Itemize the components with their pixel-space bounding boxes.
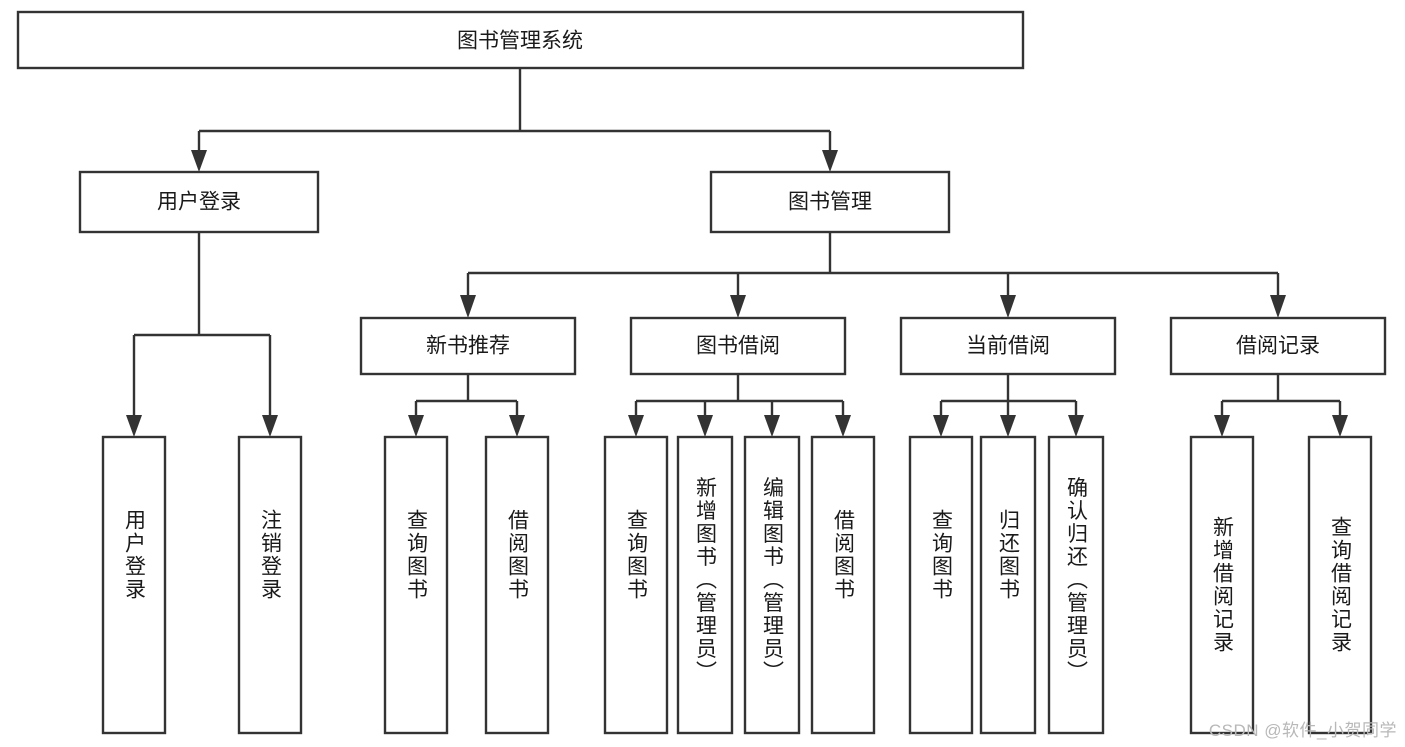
- arrow-leaf-book-borrow-4: [835, 415, 851, 437]
- arrow-leaf-current-borrow-1: [933, 415, 949, 437]
- arrow-leaf-book-borrow-3: [764, 415, 780, 437]
- leaf-node[interactable]: 借阅图书: [484, 435, 550, 735]
- node-book-borrow[interactable]: 图书借阅: [629, 316, 847, 376]
- csdn-watermark: CSDN @软件_小贺同学: [1208, 721, 1397, 740]
- leaf-node[interactable]: 查询图书: [383, 435, 449, 735]
- node-root-system-box[interactable]: [16, 10, 1025, 70]
- leaf-new-book-2-label: 借阅图书: [506, 509, 530, 601]
- leaf-book-borrow-1-box[interactable]: [603, 435, 669, 735]
- node-book-manage-label: 图书管理: [788, 191, 872, 214]
- leaf-borrow-record-2-box[interactable]: [1307, 435, 1373, 735]
- leaf-current-borrow-3-label: 确认归还（管理员）: [1065, 477, 1089, 684]
- arrow-to-borrow-record: [1270, 295, 1286, 318]
- leaf-node[interactable]: 确认归还（管理员）: [1047, 435, 1105, 735]
- leaf-user-login-1-box[interactable]: [101, 435, 167, 735]
- leaf-node[interactable]: 归还图书: [979, 435, 1037, 735]
- arrow-leaf-borrow-record-2: [1332, 415, 1348, 437]
- leaf-node[interactable]: 用户登录: [101, 435, 167, 735]
- leaf-current-borrow-2-label: 归还图书: [997, 509, 1021, 601]
- arrow-to-current-borrow: [1000, 295, 1016, 318]
- arrow-leaf-new-book-2: [509, 415, 525, 437]
- node-book-manage[interactable]: 图书管理: [709, 170, 951, 234]
- leaf-node[interactable]: 新增图书（管理员）: [676, 435, 734, 735]
- leaf-current-borrow-2-box[interactable]: [979, 435, 1037, 735]
- leaf-book-borrow-4-label: 借阅图书: [832, 509, 856, 601]
- leaf-book-borrow-1-label: 查询图书: [625, 509, 649, 601]
- node-borrow-record[interactable]: 借阅记录: [1169, 316, 1387, 376]
- leaf-borrow-record-2-label: 查询借阅记录: [1329, 516, 1353, 654]
- node-user-login-label: 用户登录: [157, 191, 241, 214]
- leaf-node[interactable]: 编辑图书（管理员）: [743, 435, 801, 735]
- arrow-leaf-borrow-record-1: [1214, 415, 1230, 437]
- arrow-leaf-book-borrow-1: [628, 415, 644, 437]
- arrow-leaf-book-borrow-2: [697, 415, 713, 437]
- node-root-system[interactable]: 图书管理系统: [16, 10, 1025, 70]
- arrow-to-book-manage: [822, 150, 838, 172]
- arrow-leaf-current-borrow-3: [1068, 415, 1084, 437]
- leaf-user-login-1-label: 用户登录: [123, 509, 147, 601]
- leaf-borrow-record-1-box[interactable]: [1189, 435, 1255, 735]
- arrow-to-book-borrow: [730, 295, 746, 318]
- node-current-borrow-box[interactable]: [899, 316, 1117, 376]
- leaf-current-borrow-1-box[interactable]: [908, 435, 974, 735]
- node-new-book-recommend[interactable]: 新书推荐: [359, 316, 577, 376]
- node-current-borrow[interactable]: 当前借阅: [899, 316, 1117, 376]
- leaf-node[interactable]: 查询图书: [908, 435, 974, 735]
- leaf-current-borrow-3-box[interactable]: [1047, 435, 1105, 735]
- leaf-new-book-1-label: 查询图书: [405, 509, 429, 601]
- arrow-to-user-login: [191, 150, 207, 172]
- node-user-login-box[interactable]: [78, 170, 320, 234]
- node-current-borrow-label: 当前借阅: [966, 335, 1050, 358]
- leaf-new-book-2-box[interactable]: [484, 435, 550, 735]
- leaf-new-book-1-box[interactable]: [383, 435, 449, 735]
- leaf-book-borrow-3-label: 编辑图书（管理员）: [761, 477, 785, 684]
- node-user-login[interactable]: 用户登录: [78, 170, 320, 234]
- arrow-leaf-user-login-1: [126, 415, 142, 437]
- node-borrow-record-label: 借阅记录: [1236, 335, 1320, 358]
- node-new-book-recommend-label: 新书推荐: [426, 335, 510, 358]
- node-root-system-label: 图书管理系统: [457, 30, 583, 53]
- node-new-book-recommend-box[interactable]: [359, 316, 577, 376]
- leaf-book-borrow-2-label: 新增图书（管理员）: [694, 477, 718, 684]
- leaf-book-borrow-3-box[interactable]: [743, 435, 801, 735]
- node-borrow-record-box[interactable]: [1169, 316, 1387, 376]
- leaf-node[interactable]: 查询借阅记录: [1307, 435, 1373, 735]
- leaf-node[interactable]: 新增借阅记录: [1189, 435, 1255, 735]
- arrow-leaf-new-book-1: [408, 415, 424, 437]
- leaf-user-login-2-box[interactable]: [237, 435, 303, 735]
- leaf-borrow-record-1-label: 新增借阅记录: [1211, 516, 1235, 654]
- leaf-user-login-2-label: 注销登录: [259, 509, 283, 601]
- leaf-book-borrow-4-box[interactable]: [810, 435, 876, 735]
- node-book-manage-box[interactable]: [709, 170, 951, 234]
- leaf-node[interactable]: 注销登录: [237, 435, 303, 735]
- leaf-current-borrow-1-label: 查询图书: [930, 509, 954, 601]
- arrow-to-new-book: [460, 295, 476, 318]
- leaf-node[interactable]: 查询图书: [603, 435, 669, 735]
- leaf-book-borrow-2-box[interactable]: [676, 435, 734, 735]
- connector-layer: [126, 68, 1348, 437]
- arrow-leaf-user-login-2: [262, 415, 278, 437]
- node-book-borrow-box[interactable]: [629, 316, 847, 376]
- arrow-leaf-current-borrow-2: [1000, 415, 1016, 437]
- node-book-borrow-label: 图书借阅: [696, 335, 780, 358]
- leaf-node[interactable]: 借阅图书: [810, 435, 876, 735]
